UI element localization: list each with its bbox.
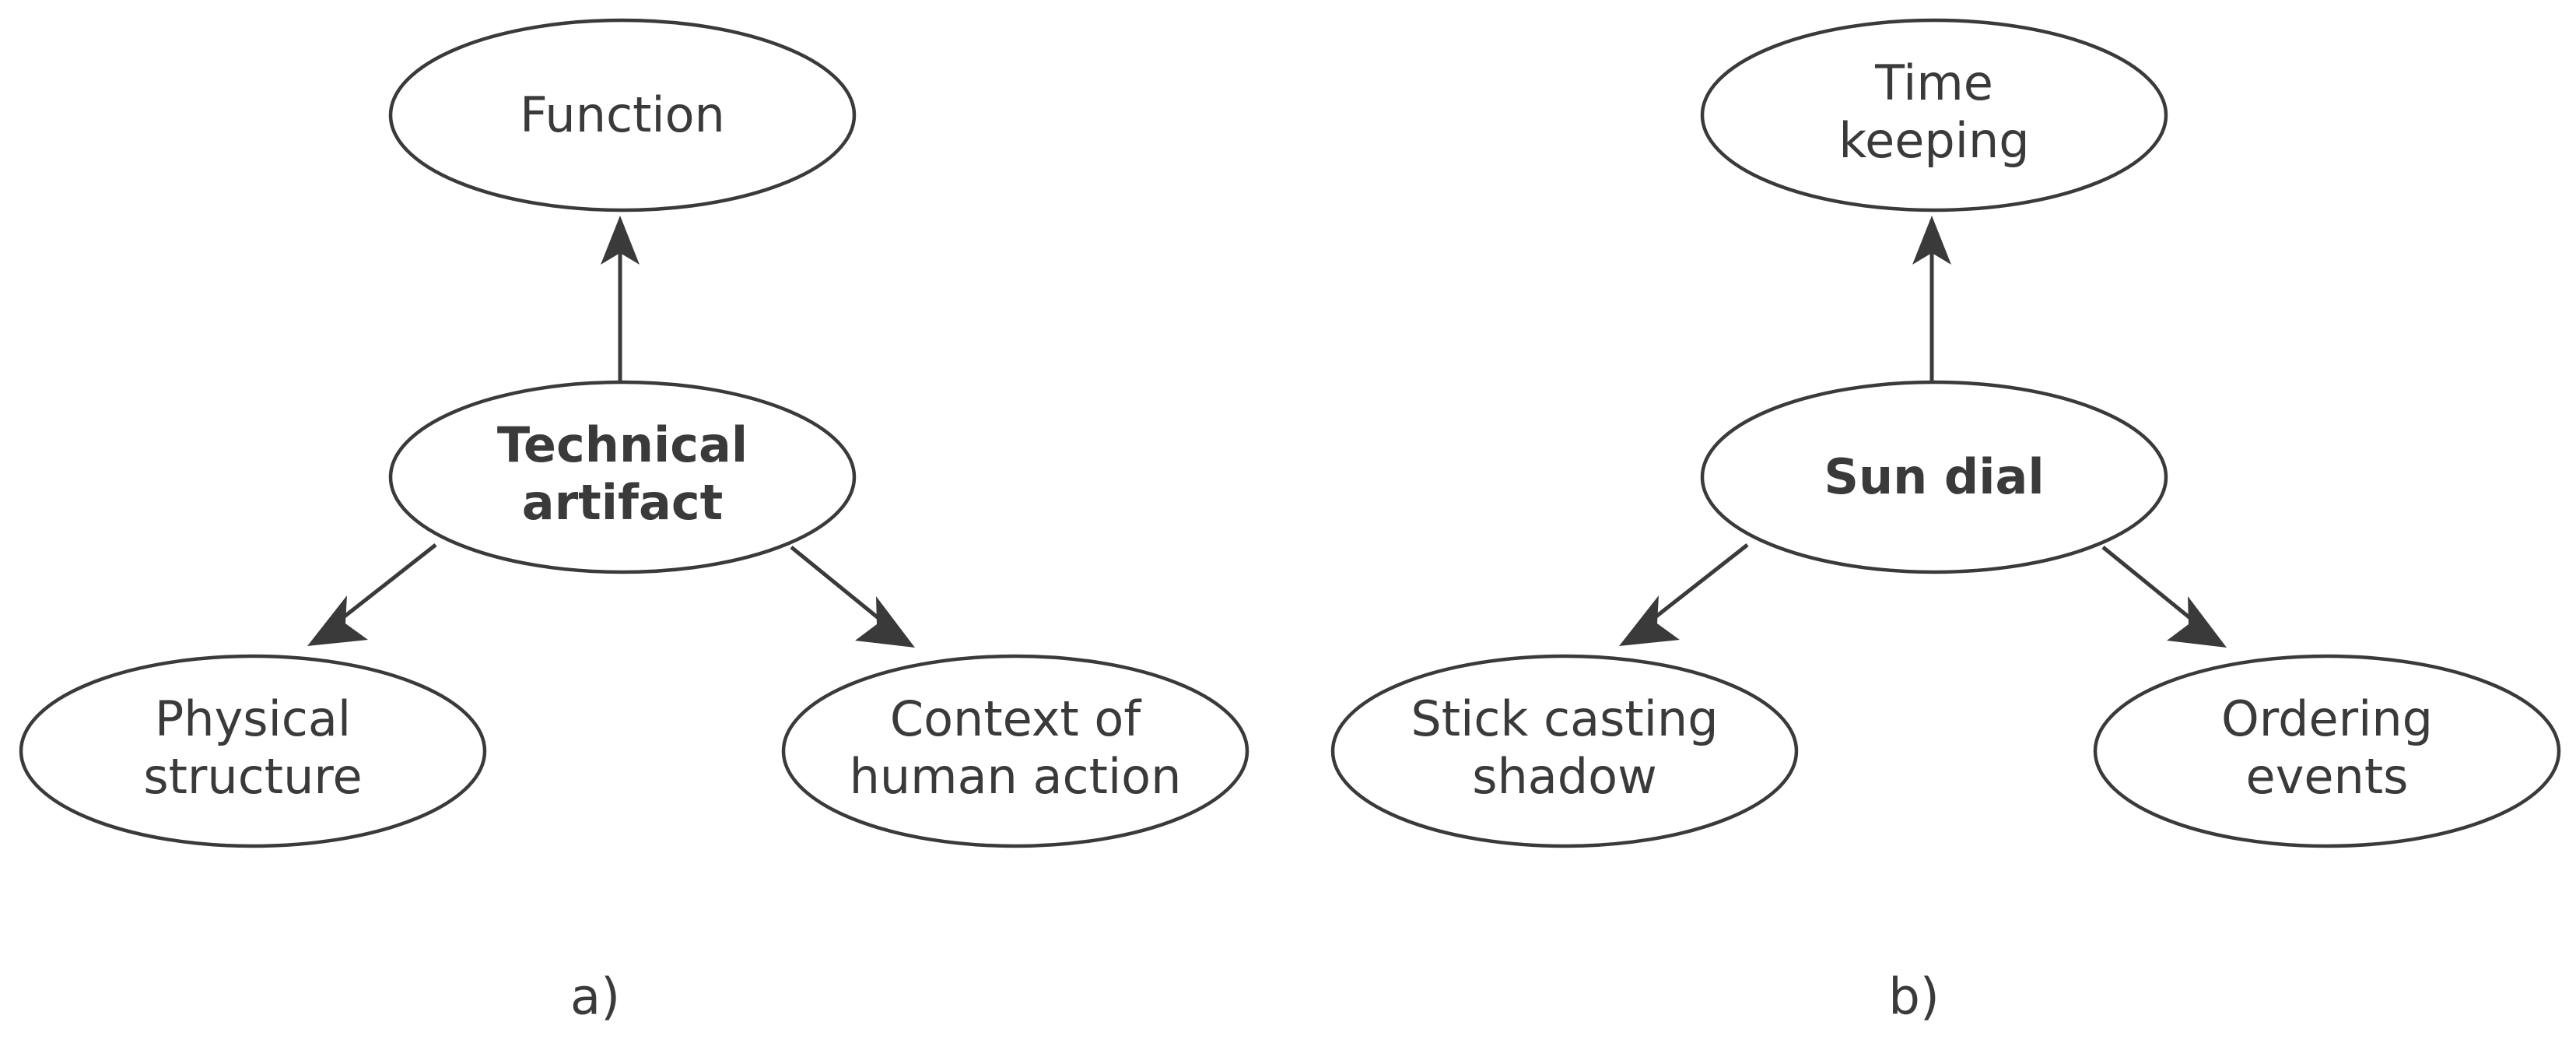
arrowhead-down-left xyxy=(307,595,368,646)
panel-b: Time keeping Sun dial Stick casting shad… xyxy=(1330,18,2561,1027)
panel-a-caption: a) xyxy=(570,969,620,1027)
edge-artifact-to-context xyxy=(790,546,915,648)
node-technical-artifact-label-line2: artifact xyxy=(522,474,724,531)
node-stick-casting-shadow-ellipse[interactable] xyxy=(1330,654,1799,848)
panel-b-caption: b) xyxy=(1888,969,1940,1027)
node-technical-artifact-label-line1: Technical xyxy=(497,416,748,473)
arrowhead-down-left xyxy=(1619,595,1680,646)
panel-a: Function Technical artifact Physical str… xyxy=(19,18,1249,1027)
node-stick-casting-shadow-label-line2: shadow xyxy=(1472,748,1657,805)
node-time-keeping-label-line2: keeping xyxy=(1838,112,2029,169)
node-context-of-human-action-label-line2: human action xyxy=(850,748,1182,805)
node-ordering-events-label-line1: Ordering xyxy=(2221,690,2433,747)
node-physical-structure-label-line2: structure xyxy=(143,748,362,805)
edge-line-down-right xyxy=(2101,546,2200,627)
edge-sundial-to-stick-casting-shadow xyxy=(1619,543,1749,646)
node-sun-dial[interactable]: Sun dial xyxy=(1700,380,2168,574)
node-function-ellipse[interactable] xyxy=(388,18,857,212)
node-context-of-human-action[interactable]: Context of human action xyxy=(781,654,1249,848)
node-context-of-human-action-ellipse[interactable] xyxy=(781,654,1249,848)
edge-sundial-to-timekeeping xyxy=(1912,216,1951,393)
arrowhead-up xyxy=(601,216,640,265)
node-physical-structure-label-line1: Physical xyxy=(155,690,351,747)
node-technical-artifact[interactable]: Technical artifact xyxy=(388,380,857,574)
node-physical-structure[interactable]: Physical structure xyxy=(19,654,487,848)
node-context-of-human-action-label-line1: Context of xyxy=(890,690,1143,747)
arrowhead-down-right xyxy=(2167,596,2227,648)
node-time-keeping-ellipse[interactable] xyxy=(1700,18,2168,212)
edge-sundial-to-ordering-events xyxy=(2101,546,2227,648)
arrowhead-up xyxy=(1912,216,1951,265)
node-ordering-events-ellipse[interactable] xyxy=(2093,654,2561,848)
edge-line-down-left xyxy=(1645,543,1749,626)
node-time-keeping[interactable]: Time keeping xyxy=(1700,18,2168,212)
edge-artifact-to-physical-structure xyxy=(307,543,437,646)
node-time-keeping-label-line1: Time xyxy=(1874,54,1993,111)
edge-line-down-left xyxy=(333,543,437,626)
node-sun-dial-ellipse[interactable] xyxy=(1700,380,2168,574)
arrowhead-down-right xyxy=(855,596,915,648)
node-physical-structure-ellipse[interactable] xyxy=(19,654,487,848)
node-stick-casting-shadow-label-line1: Stick casting xyxy=(1411,690,1718,747)
node-function[interactable]: Function xyxy=(388,18,857,212)
node-sun-dial-label: Sun dial xyxy=(1824,448,2044,505)
edge-artifact-to-function xyxy=(601,216,640,393)
node-function-label: Function xyxy=(520,86,725,143)
node-stick-casting-shadow[interactable]: Stick casting shadow xyxy=(1330,654,1799,848)
edge-line-down-right xyxy=(790,546,888,627)
node-ordering-events-label-line2: events xyxy=(2246,748,2409,805)
node-technical-artifact-ellipse[interactable] xyxy=(388,380,857,574)
node-ordering-events[interactable]: Ordering events xyxy=(2093,654,2561,848)
